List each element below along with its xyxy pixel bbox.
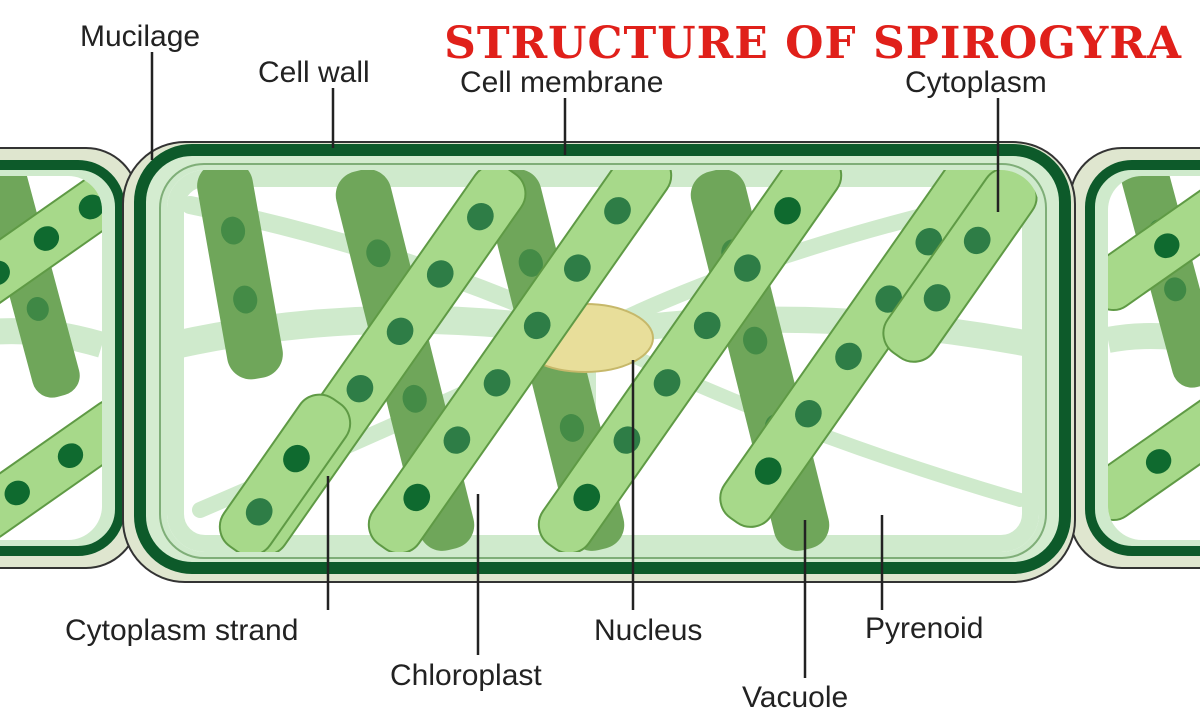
right-neighbour-cell bbox=[1069, 147, 1200, 569]
left-chloroplast-lower bbox=[0, 398, 102, 540]
label-cytoplasm-strand: Cytoplasm strand bbox=[65, 614, 298, 647]
chloroplast-front-2 bbox=[367, 170, 673, 552]
label-nucleus: Nucleus bbox=[594, 614, 702, 647]
label-vacuole: Vacuole bbox=[742, 681, 848, 714]
label-pyrenoid: Pyrenoid bbox=[865, 612, 983, 645]
chloroplast-back-4 bbox=[197, 170, 283, 380]
main-cell bbox=[122, 141, 1076, 583]
label-chloroplast: Chloroplast bbox=[390, 659, 542, 692]
right-chloroplast-lower bbox=[1108, 378, 1200, 522]
leader-lines bbox=[150, 52, 1000, 678]
label-cytoplasm: Cytoplasm bbox=[905, 66, 1047, 99]
chloroplast-front-4 bbox=[719, 170, 1001, 528]
left-chloroplast-front bbox=[0, 176, 102, 327]
label-mucilage: Mucilage bbox=[80, 20, 200, 53]
right-chloroplast-front bbox=[1108, 176, 1200, 312]
chloroplast-front-3 bbox=[537, 170, 843, 552]
label-cell-membrane: Cell membrane bbox=[460, 66, 663, 99]
chloroplast-front-5 bbox=[218, 393, 352, 552]
label-cell-wall: Cell wall bbox=[258, 56, 370, 89]
left-neighbour-cell bbox=[0, 147, 139, 569]
diagram-title: STRUCTURE OF SPIROGYRA bbox=[444, 18, 1182, 69]
